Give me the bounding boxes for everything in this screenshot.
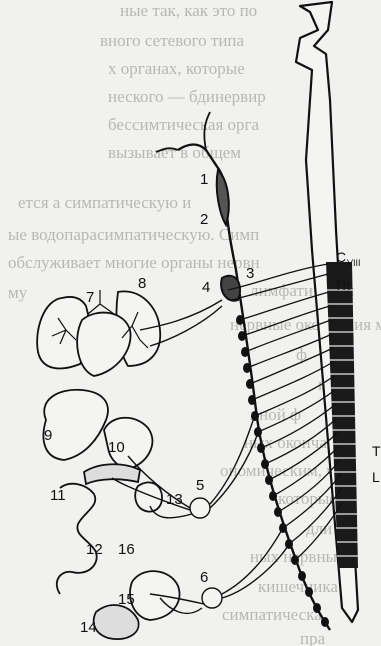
label-3: 3 [246,265,254,282]
label-11: 11 [50,487,66,504]
bg-line-3: х органах, которые [108,59,245,78]
label-5: 5 [196,477,204,494]
bladder-and-rectum [130,571,180,620]
label-2: 2 [200,211,208,228]
bg-line-8: ые водопарасимпатическую. Симп [8,225,259,244]
heart [77,313,130,376]
spine-label-th: Th [334,277,350,293]
kidney [135,482,162,511]
bg-line-7: ется а симпатическую и [18,193,191,212]
label-6: 6 [200,569,208,586]
bg-line-2: вного сетевого типа [100,31,245,50]
spine-label-l: L [372,469,380,485]
label-12: 12 [86,541,103,558]
bg-line-12: нервные окончания морф [230,315,381,334]
liver [43,390,107,460]
bg-line-10: му [8,283,28,302]
label-14: 14 [80,619,97,636]
spine-label-c: C [336,249,346,265]
label-1: 1 [200,171,208,188]
bg-line-1: ные так, как это по [120,1,257,20]
inferior-mesenteric-ganglion [202,588,222,608]
abdominal-organs [43,390,179,639]
label-4: 4 [202,279,210,296]
label-16: 16 [118,541,135,558]
label-15: 15 [118,591,135,608]
bg-line-23: пра [300,629,326,646]
label-9: 9 [44,427,52,444]
label-8: 8 [138,275,146,292]
lungs-and-heart [37,290,160,376]
pancreas [84,464,140,484]
bg-line-5: бессимтическая орга [108,115,260,134]
spine-label-c-sub: VIII [347,258,361,268]
spine-label-t: T [372,443,381,459]
label-7: 7 [86,289,94,306]
bg-line-9: обслуживает многие органы нервн [8,253,260,272]
bg-line-6: вызывает в общем [108,143,241,162]
reproductive-organs [94,605,139,639]
bg-line-22: симпатическа [222,605,322,624]
label-10: 10 [108,439,125,456]
bg-line-21: кишечника [258,577,338,596]
celiac-ganglion [190,498,210,518]
label-13: 13 [166,491,183,508]
bg-line-4: неского — бдинервир [108,87,266,106]
superior-cervical-ganglion [217,170,229,225]
